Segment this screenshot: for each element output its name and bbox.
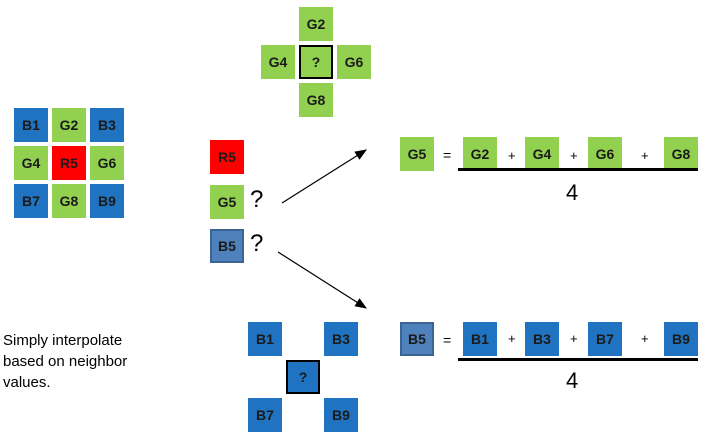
green-equation-term-g8: G8 (664, 137, 698, 171)
grid-cell-g8: G8 (52, 184, 86, 218)
unknown-g5: G5 (210, 185, 244, 219)
green-equation-term-g4: G4 (525, 137, 559, 171)
blue-equation-term-b7: B7 (588, 322, 622, 356)
blue-equation-denominator: 4 (566, 368, 579, 393)
note-line-2: based on neighbor (3, 353, 128, 370)
blue-equation-plus-2: + (570, 331, 578, 346)
green-equation-plus-3: + (641, 148, 649, 163)
green-equation-plus-2: + (570, 148, 578, 163)
cross-cell-bottom: G8 (299, 83, 333, 117)
arrow-to-blue-equation (277, 251, 368, 309)
blue-equation-lhs: B5 (400, 322, 434, 356)
blue-equation-term-b1: B1 (463, 322, 497, 356)
corner-cell-center: ? (286, 360, 320, 394)
note-line-3: values. (3, 374, 51, 391)
cross-cell-center: ? (299, 45, 333, 79)
cross-cell-left: G4 (261, 45, 295, 79)
unknown-b5: B5 (210, 229, 244, 263)
unknown-r5: R5 (210, 140, 244, 174)
grid-cell-g2: G2 (52, 108, 86, 142)
green-equation-denominator: 4 (566, 180, 579, 205)
corner-cell-top-right: B3 (324, 322, 358, 356)
grid-cell-b1: B1 (14, 108, 48, 142)
green-equation-term-g6: G6 (588, 137, 622, 171)
cross-cell-top: G2 (299, 7, 333, 41)
arrow-to-green-equation (281, 149, 368, 204)
grid-cell-g4: G4 (14, 146, 48, 180)
grid-cell-g6: G6 (90, 146, 124, 180)
grid-cell-b9: B9 (90, 184, 124, 218)
b5-question-mark: ? (250, 230, 264, 257)
cross-cell-right: G6 (337, 45, 371, 79)
grid-cell-r5: R5 (52, 146, 86, 180)
blue-equation-plus-1: + (508, 331, 516, 346)
green-equation-equals: = (443, 147, 452, 163)
blue-equation-fraction-bar (458, 358, 698, 361)
green-equation-fraction-bar (458, 168, 698, 171)
blue-equation-term-b9: B9 (664, 322, 698, 356)
blue-equation-equals: = (443, 332, 452, 348)
interpolation-note: Simply interpolate based on neighbor val… (3, 330, 163, 393)
green-equation-plus-1: + (508, 148, 516, 163)
g5-question-mark: ? (250, 186, 264, 213)
corner-cell-bottom-right: B9 (324, 398, 358, 432)
blue-equation-plus-3: + (641, 331, 649, 346)
grid-cell-b7: B7 (14, 184, 48, 218)
green-equation-lhs: G5 (400, 137, 434, 171)
blue-equation-term-b3: B3 (525, 322, 559, 356)
grid-cell-b3: B3 (90, 108, 124, 142)
corner-cell-bottom-left: B7 (248, 398, 282, 432)
green-equation-term-g2: G2 (463, 137, 497, 171)
corner-cell-top-left: B1 (248, 322, 282, 356)
note-line-1: Simply interpolate (3, 332, 123, 349)
